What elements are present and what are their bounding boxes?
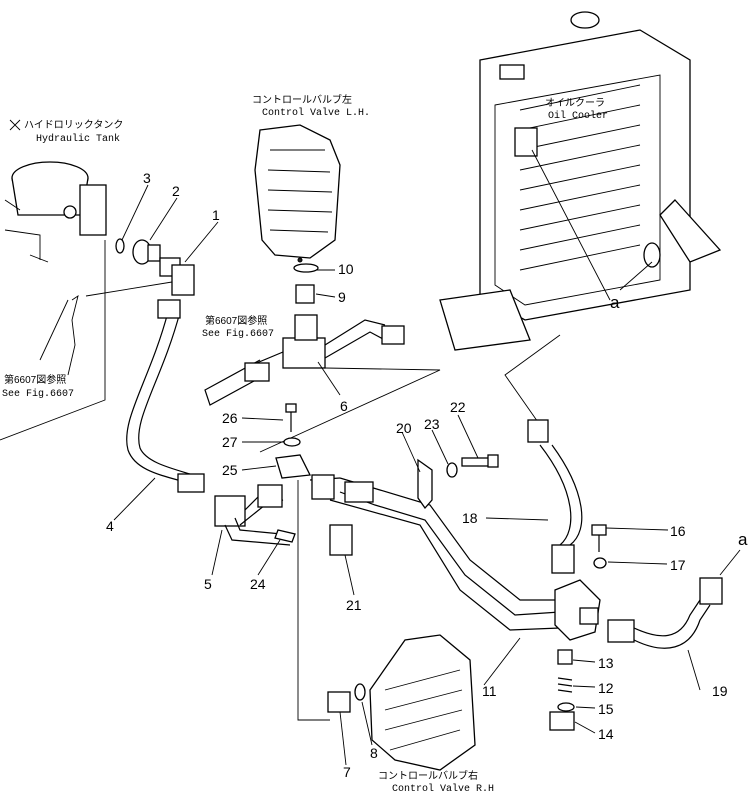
plug-part-14 [549, 711, 575, 731]
callout-26: 26 [222, 410, 238, 426]
fitting-part-9 [295, 284, 315, 304]
callout-24: 24 [250, 576, 266, 592]
bolt-part-26 [285, 403, 297, 432]
oil-cooler [439, 11, 722, 351]
callout-16: 16 [670, 523, 686, 539]
control-valve-rh-label-en: Control Valve R.H [392, 784, 495, 795]
leader-a-top-2 [619, 261, 653, 291]
callout-10: 10 [338, 261, 354, 277]
clamp-part-25 [275, 454, 312, 479]
callout-22: 22 [450, 399, 466, 415]
oil-cooler-label-jp: オイルクーラ [545, 98, 605, 109]
pipe-part-5 [214, 484, 293, 546]
o-ring-part-3 [115, 238, 125, 254]
hydraulic-tank [0, 119, 107, 441]
callout-18: 18 [462, 510, 478, 526]
callout-11: 11 [482, 683, 497, 699]
washer-part-23 [446, 462, 458, 478]
leader-tee-down [259, 367, 441, 453]
hydraulic-tank-label-en: Hydraulic Tank [36, 134, 121, 145]
control-valve-lh [254, 124, 341, 263]
callout-4: 4 [106, 518, 114, 534]
fitting-part-7 [327, 691, 351, 713]
callout-3: 3 [143, 170, 151, 186]
tee-part-6 [204, 314, 405, 406]
see-fig-left-label-jp: 第6607図参照 [4, 375, 67, 386]
oil-cooler-label-en: Oil Cooler [548, 111, 609, 122]
callout-leaders [113, 184, 701, 766]
see-fig-left-label-en: See Fig.6607 [2, 389, 75, 400]
callout-27: 27 [222, 434, 238, 450]
hose-part-4 [126, 299, 205, 493]
spring-part-12 [557, 677, 573, 693]
leader-a-right [719, 549, 741, 576]
control-valve-rh-label-jp: コントロールバルブ右 [378, 771, 478, 782]
callout-5: 5 [204, 576, 212, 592]
callout-20: 20 [396, 420, 412, 436]
see-fig-mid-label-jp: 第6607図参照 [205, 316, 268, 327]
fitting-part-13 [557, 649, 573, 665]
bolt-part-22 [461, 454, 499, 468]
control-valve-lh-label-jp: コントロールバルブ左 [252, 95, 352, 106]
control-valve-lh-label-en: Control Valve L.H. [262, 108, 371, 119]
connector-part-2 [132, 239, 161, 265]
callout-8: 8 [370, 745, 378, 761]
callout-2: 2 [172, 183, 180, 199]
callout-12: 12 [598, 680, 614, 696]
leader-a-top [531, 149, 611, 301]
callout-13: 13 [598, 655, 614, 671]
callout-6: 6 [340, 398, 348, 414]
o-ring-part-10 [293, 263, 319, 273]
hose-part-18 [527, 419, 583, 574]
callout-23: 23 [424, 416, 440, 432]
o-ring-part-15 [557, 702, 575, 712]
see-fig-mid-label-en: See Fig.6607 [202, 329, 275, 340]
callout-17: 17 [670, 557, 686, 573]
callout-9: 9 [338, 289, 346, 305]
tube-part-11 [309, 474, 561, 631]
manifold-block [554, 579, 601, 641]
elbow-part-1 [159, 257, 195, 296]
callout-a-right: a [738, 530, 748, 549]
leader-side-hose [85, 281, 173, 297]
clamp-part-20 [417, 458, 433, 510]
callout-25: 25 [222, 462, 238, 478]
o-ring-part-8 [354, 683, 366, 701]
washer-part-27 [283, 437, 301, 447]
callout-7: 7 [343, 764, 351, 780]
hose-part-19 [607, 577, 723, 649]
callout-1: 1 [212, 207, 220, 223]
hydraulic-tank-label-jp: ハイドロリックタンク [24, 120, 124, 131]
leader-valve-rh [297, 480, 330, 721]
callout-15: 15 [598, 701, 614, 717]
callout-a-top: a [610, 293, 620, 312]
control-valve-rh [369, 634, 476, 771]
callout-19: 19 [712, 683, 728, 699]
block-part-21 [329, 524, 353, 556]
leader-see-fig-left [39, 299, 69, 361]
block-part-24 [274, 529, 296, 543]
leader-cooler-hose [504, 334, 561, 426]
callout-21: 21 [346, 597, 362, 613]
side-hose [67, 294, 79, 376]
callout-14: 14 [598, 726, 614, 742]
washer-part-17 [593, 557, 607, 569]
bolt-part-16 [591, 524, 607, 552]
